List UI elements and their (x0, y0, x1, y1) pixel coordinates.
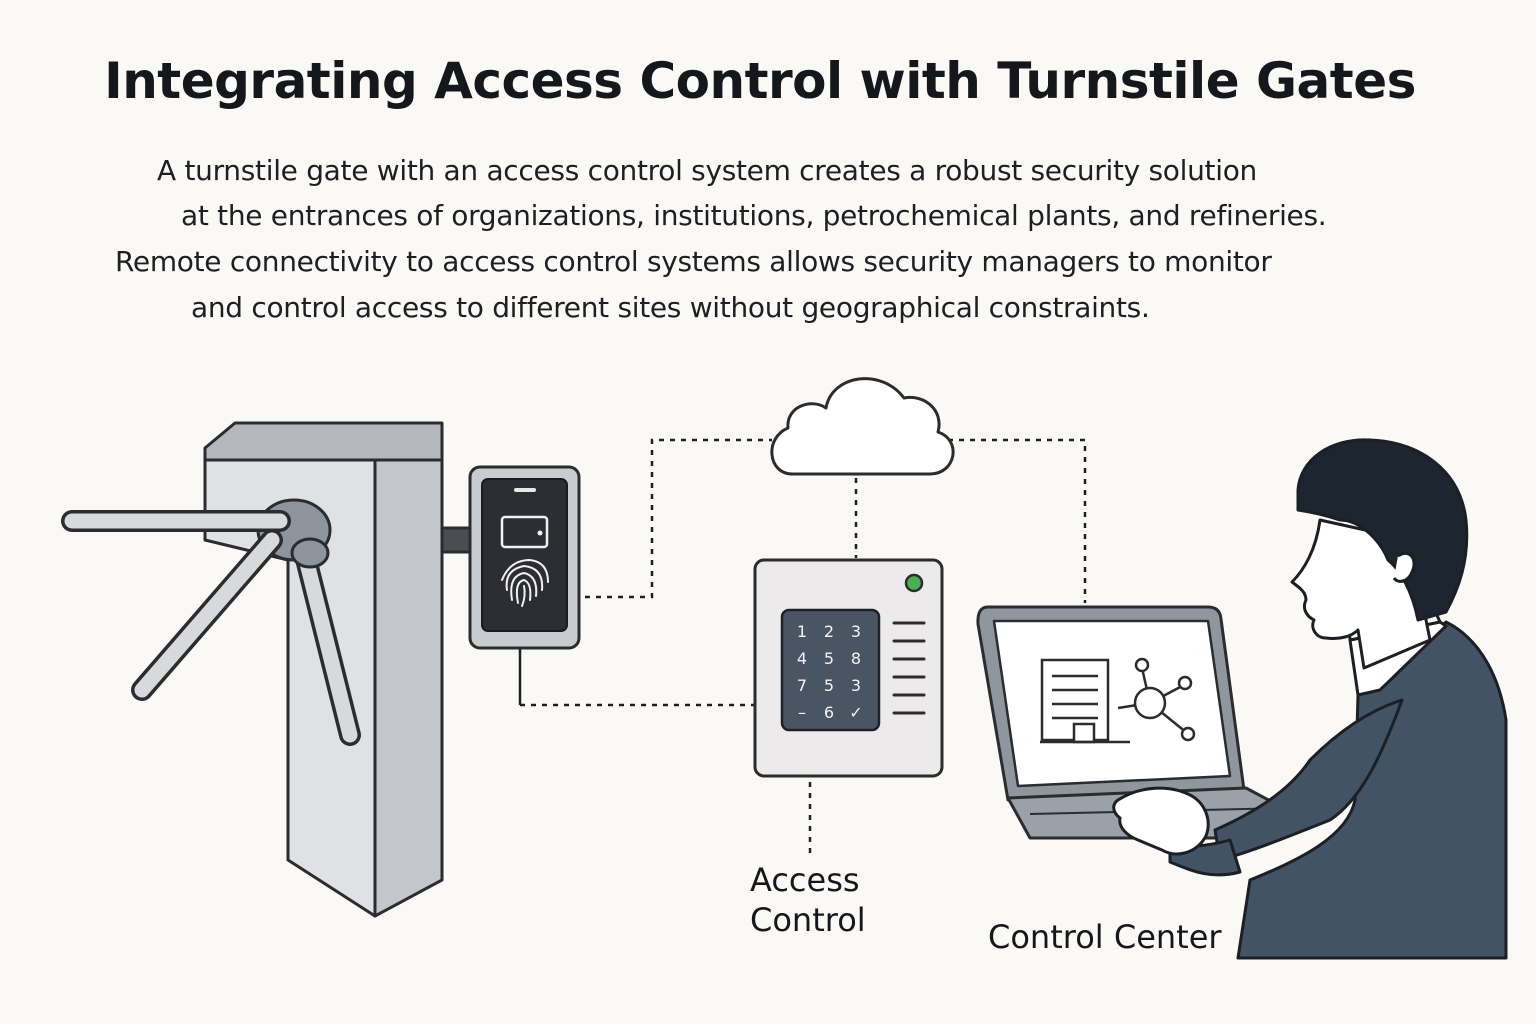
control-center-label: Control Center (988, 918, 1222, 956)
person-hand (1112, 786, 1210, 856)
access-control-label: Access (750, 861, 860, 899)
card-reader-icon (468, 465, 581, 650)
keypad-key: ✓ (849, 703, 862, 722)
turnstile-icon (61, 421, 474, 918)
turnstile-side (373, 458, 444, 918)
card-icon (500, 515, 549, 549)
fingerprint-icon (501, 558, 549, 607)
description-line: at the entrances of organizations, insti… (181, 199, 1327, 232)
description-line: and control access to different sites wi… (191, 291, 1150, 324)
turnstile-top (203, 421, 444, 462)
person-hair (1296, 438, 1469, 622)
cloud-to-center-line (948, 438, 1087, 603)
cloud-icon (770, 377, 955, 476)
reader-to-cloud-line (585, 438, 772, 599)
connection-lines (520, 438, 1087, 858)
turnstile-connector (440, 526, 474, 554)
vent-lines (892, 621, 926, 715)
page-title: Integrating Access Control with Turnstil… (104, 52, 1416, 110)
keypad-key: 8 (851, 649, 861, 668)
person-icon (1112, 438, 1508, 960)
keypad-key: 4 (797, 649, 807, 668)
keypad-key: – (798, 703, 806, 722)
keypad (780, 608, 881, 732)
keypad-key: 6 (824, 703, 834, 722)
laptop-icon (976, 605, 1312, 840)
keypad-key: 3 (851, 622, 861, 641)
keypad-key: 2 (824, 622, 834, 641)
keypad-key: 3 (851, 676, 861, 695)
building-icon (1040, 658, 1130, 744)
description-line: Remote connectivity to access control sy… (115, 245, 1272, 278)
keypad-key: 1 (797, 622, 807, 641)
keypad-key: 5 (824, 649, 834, 668)
keypad-key: 7 (797, 676, 807, 695)
access-control-label: Control (750, 901, 866, 939)
network-icon (1117, 657, 1196, 742)
status-led (904, 573, 924, 593)
description-line: A turnstile gate with an access control … (157, 154, 1257, 187)
keypad-key: 5 (824, 676, 834, 695)
laptop-screen (992, 619, 1232, 788)
